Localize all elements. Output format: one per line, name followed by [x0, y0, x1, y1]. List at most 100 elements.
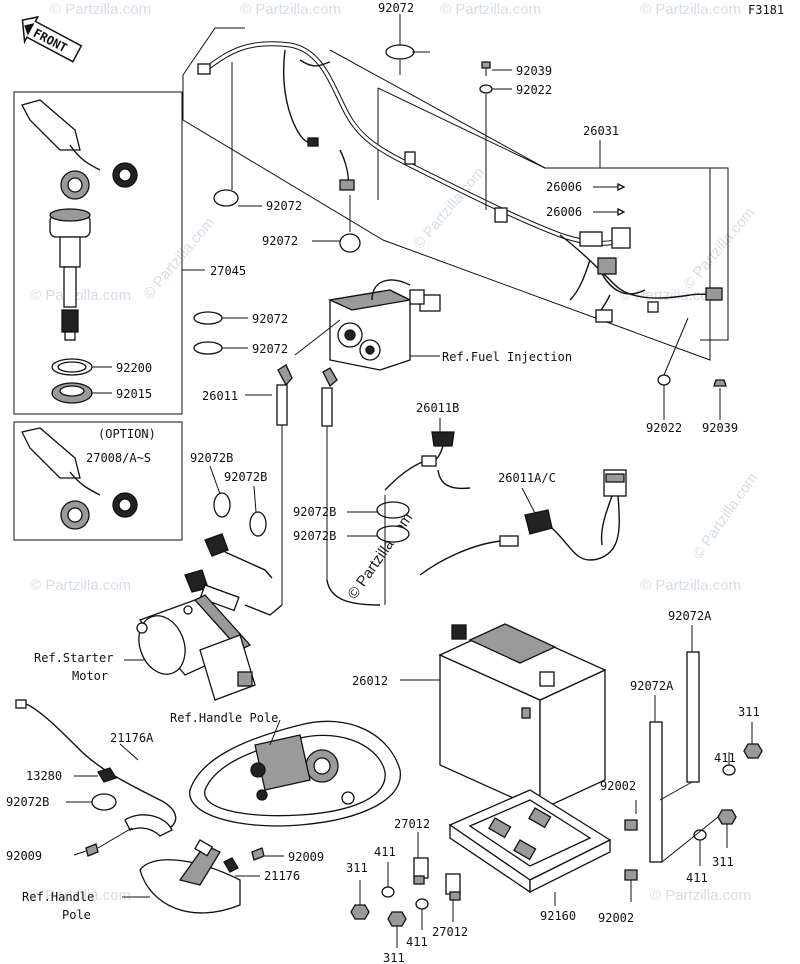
bracket-27012-1 [413, 857, 429, 879]
part-label: 92072B [293, 505, 336, 519]
part-label: 92072 [252, 312, 288, 326]
main-harness [182, 27, 729, 361]
battery-strap-92072a: 92072A 92072A [630, 609, 712, 863]
watermark: © Partzilla.com [140, 214, 218, 302]
part-label: 26012 [352, 674, 388, 688]
part-label: 92072B [224, 470, 267, 484]
nut-311-m1 [350, 904, 370, 920]
part-label: 411 [406, 935, 428, 949]
washer-92022-r [657, 374, 671, 386]
part-label: 26011B [416, 401, 459, 415]
part-label: 27012 [394, 817, 430, 831]
ref-handle-pole-top: Ref.Handle Pole [170, 711, 278, 725]
part-label: 92002 [600, 779, 636, 793]
part-label: 92072A [630, 679, 674, 693]
watermark: © Partzilla.com [620, 287, 721, 304]
watermark: © Partzilla.com [50, 1, 151, 18]
ref-handle-pole-1: Ref.Handle [22, 890, 94, 904]
watermark: © Partzilla.com [410, 164, 488, 252]
part-label: 92072 [266, 199, 302, 213]
watermark: © Partzilla.com [640, 577, 741, 594]
part-label: 27008/A~S [86, 451, 151, 465]
part-label: 92072B [293, 529, 336, 543]
cable-21176a: 21176A 13280 92072B 92009 [6, 699, 177, 863]
clip-26006-a [617, 182, 626, 192]
part-label: 27045 [210, 264, 246, 278]
clip-26006-b [617, 207, 626, 217]
part-label: 92072 [262, 234, 298, 248]
clamp-92072b-2 [249, 511, 267, 537]
part-label: 21176A [110, 731, 154, 745]
part-label: 21176 [264, 869, 300, 883]
watermark: © Partzilla.com [30, 577, 131, 594]
clamp-92072-l2 [339, 233, 361, 253]
part-label: 92072B [190, 451, 233, 465]
part-label: 92015 [116, 387, 152, 401]
option-label: (OPTION) [98, 427, 156, 441]
part-label: 92022 [646, 421, 682, 435]
bracket-27012-2 [445, 873, 461, 895]
bolt-92002-2 [624, 869, 638, 881]
nut-311-m2 [387, 911, 407, 927]
switch-21176: 21176 92009 Ref.Handle Pole [22, 839, 324, 922]
clamp-92072b-3 [376, 501, 410, 519]
screw-92009-l [85, 843, 99, 857]
part-label: 92200 [116, 361, 152, 375]
clamp-92072-l4 [193, 341, 223, 355]
nut-311-r2 [717, 809, 737, 825]
front-arrow: FRONT [21, 15, 83, 63]
part-label: 92009 [288, 850, 324, 864]
washer-411-m1 [381, 886, 395, 898]
washer-411-m2 [415, 898, 429, 910]
clamp-92072-top [385, 44, 415, 60]
option-key-group: (OPTION) 27008/A~S [13, 421, 183, 541]
ref-handle-pole-2: Pole [62, 908, 91, 922]
part-label: 92002 [598, 911, 634, 925]
nut-311-r1 [743, 743, 763, 759]
watermark-main: © Partzilla.com [344, 510, 416, 603]
part-label: 311 [346, 861, 368, 875]
part-label: 311 [738, 705, 760, 719]
watermark: © Partzilla.com [689, 470, 761, 563]
part-label: 26031 [583, 124, 619, 138]
battery-tray-92160: 92160 [448, 789, 612, 923]
ref-starter-1: Ref.Starter [34, 651, 113, 665]
handle-pole-housing: Ref.Handle Pole [170, 711, 401, 827]
part-label: 92072A [668, 609, 712, 623]
figure-id: F3181 [748, 3, 784, 17]
part-label: 13280 [26, 769, 62, 783]
part-label: 92072 [378, 1, 414, 15]
watermark: © Partzilla.com [30, 287, 131, 304]
clamp-92072b-4 [376, 525, 410, 543]
watermark: © Partzilla.com [680, 204, 758, 292]
battery-26012: 26012 [352, 623, 607, 812]
part-label: 26011A/C [498, 471, 556, 485]
bolt-92002-1 [624, 819, 638, 831]
part-label: 27012 [432, 925, 468, 939]
part-label: 411 [374, 845, 396, 859]
part-label: 92022 [516, 83, 552, 97]
watermark: © Partzilla.com [650, 887, 751, 904]
starter-motor: Ref.Starter Motor [34, 594, 256, 701]
clamp-92072-l1 [213, 189, 239, 207]
part-label: 26006 [546, 205, 582, 219]
part-label: 411 [714, 751, 736, 765]
bolt-92039-top [481, 61, 491, 76]
screw-92009-r [251, 847, 265, 861]
key-switch-group: 27045 92200 92015 [13, 91, 246, 415]
bolt-92039-r [713, 379, 727, 387]
part-label: 311 [712, 855, 734, 869]
part-label: 92160 [540, 909, 576, 923]
part-label: 92039 [702, 421, 738, 435]
part-label: 92072B [6, 795, 49, 809]
part-label: 26006 [546, 180, 582, 194]
watermark: © Partzilla.com [30, 887, 131, 904]
watermark: © Partzilla.com [440, 1, 541, 18]
watermark: © Partzilla.com [640, 1, 741, 18]
clip-13280 [97, 767, 117, 783]
plug-lead-26011: 26011 [202, 319, 381, 606]
ref-starter-2: Motor [72, 669, 108, 683]
fuel-injection-block: Ref.Fuel Injection [327, 279, 572, 371]
